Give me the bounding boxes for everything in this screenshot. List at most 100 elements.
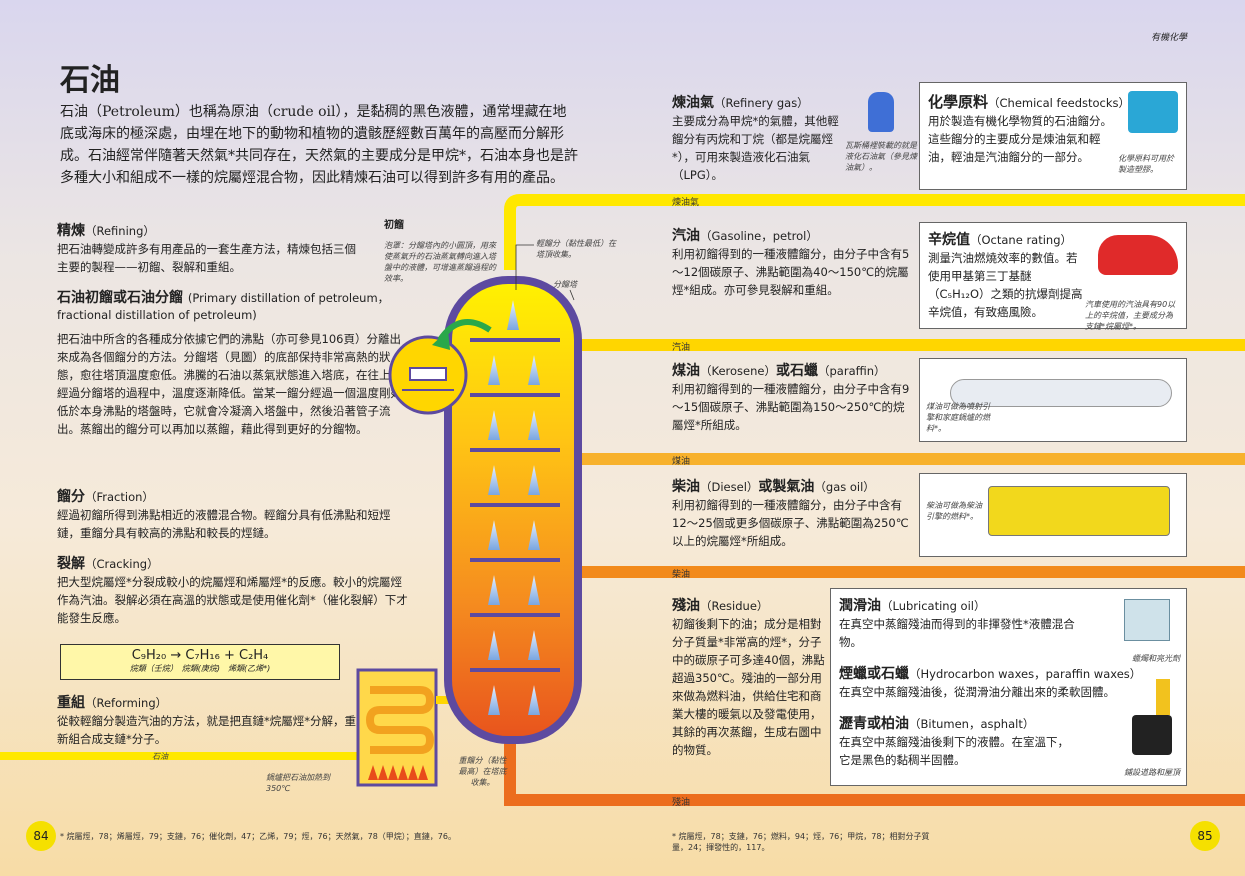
column-label: 分餾塔 bbox=[553, 280, 577, 289]
diesel-box: 柴油可做為柴油引擎的燃料*。 bbox=[919, 473, 1187, 557]
leader-column bbox=[569, 289, 575, 301]
reforming-en: （Reforming） bbox=[85, 696, 168, 710]
reforming-body: 從較輕餾分製造汽油的方法，就是把直鏈*烷屬烴*分解，重新組合成支鏈*分子。 bbox=[57, 714, 356, 746]
gasoline-section: 汽油（Gasoline，petrol） 利用初餾得到的一種液體餾分，由分子中含有… bbox=[672, 225, 912, 299]
refinery-gas-en: （Refinery gas） bbox=[714, 96, 809, 110]
lube-title: 潤滑油 bbox=[839, 598, 881, 614]
chuliu-label: 初餾 bbox=[384, 220, 404, 231]
residue-section: 殘油（Residue） 初餾後剩下的油；成分是相對分子質量*非常高的烴*，分子中… bbox=[672, 595, 825, 759]
octane-title: 辛烷值 bbox=[928, 232, 970, 248]
refining-body: 把石油轉變成許多有用產品的一套生產方法，精煉包括三個主要的製程——初餾、裂解和重… bbox=[57, 242, 356, 274]
gasoline-title: 汽油 bbox=[672, 228, 700, 244]
running-header: 有機化學 bbox=[1150, 33, 1187, 43]
diesel-en2: （gas oil） bbox=[814, 480, 875, 494]
page-number-left: 84 bbox=[26, 821, 56, 851]
diesel-title2: 或製氣油 bbox=[758, 479, 815, 495]
kerosene-section: 煤油（Kerosene）或石蠟（paraffin） 利用初餾得到的一種液體餾分，… bbox=[672, 360, 912, 434]
bubble-cap-note: 泡罩：分餾塔內的小圓頂，用來使蒸氣升的石油蒸氣轉向進入塔盤中的液體，可增進蒸餾過… bbox=[384, 241, 496, 283]
equation-formula: C₉H₂₀ → C₇H₁₆ + C₂H₄ bbox=[131, 648, 269, 663]
bitumen-title: 瀝青或柏油 bbox=[839, 716, 909, 732]
stream-label-kerosene: 煤油 bbox=[672, 457, 691, 467]
stream-label-gas: 煉油氣 bbox=[672, 198, 700, 208]
kerosene-note: 煤油可做為噴射引擎和家庭鍋爐的燃料*。 bbox=[926, 402, 990, 433]
bitumen-bucket-icon bbox=[1132, 715, 1172, 755]
cracking-body: 把大型烷屬烴*分裂成較小的烷屬烴和烯屬烴*的反應。較小的烷屬烴作為汽油。裂解必須… bbox=[57, 575, 408, 625]
feedstocks-note: 化學原料可用於製造塑膠。 bbox=[1118, 154, 1174, 174]
kerosene-title: 煤油 bbox=[672, 363, 700, 379]
stream-label-residue: 殘油 bbox=[672, 798, 691, 808]
bitumen-note: 鋪設道路和屋頂 bbox=[1124, 768, 1180, 777]
feedstocks-en: （Chemical feedstocks） bbox=[988, 96, 1131, 110]
refining-section: 精煉（Refining） 把石油轉變成許多有用產品的一套生產方法，精煉包括三個主… bbox=[57, 220, 357, 276]
stream-diesel bbox=[560, 566, 1245, 578]
airplane-icon bbox=[950, 379, 1172, 407]
primary-section: 石油初餾或石油分餾 (Primary distillation of petro… bbox=[57, 290, 407, 438]
feedstocks-box: 化學原料（Chemical feedstocks） 用於製造有機化學物質的石油餾… bbox=[919, 82, 1187, 190]
red-car-icon bbox=[1098, 235, 1178, 275]
diesel-note: 柴油可做為柴油引擎的燃料*。 bbox=[926, 501, 982, 521]
reforming-section: 重組（Reforming） 從較輕餾分製造汽油的方法，就是把直鏈*烷屬烴*分解，… bbox=[57, 692, 357, 748]
intro-paragraph: 石油（Petroleum）也稱為原油（crude oil），是黏稠的黑色液體，通… bbox=[60, 104, 578, 186]
candle-icon bbox=[1156, 679, 1170, 715]
gasoline-en: （Gasoline，petrol） bbox=[700, 229, 818, 243]
wax-title: 煙蠟或石蠟 bbox=[839, 666, 909, 682]
vapour-arrows bbox=[488, 300, 540, 715]
zoom-arrowhead bbox=[432, 330, 450, 350]
leader-light bbox=[515, 244, 534, 290]
fraction-en: （Fraction） bbox=[85, 490, 154, 504]
feedstocks-body: 用於製造有機化學物質的石油餾分。這些餾分的主要成分是煉油氣和輕油，輕油是汽油餾分… bbox=[928, 114, 1112, 164]
octane-note: 汽車使用的汽油具有90以上的辛烷值，主要成分為支鏈*烷屬烴*。 bbox=[1085, 300, 1176, 331]
fraction-body: 經過初餾所得到沸點相近的液體混合物。輕餾分具有低沸點和短烴鏈，重餾分具有較高的沸… bbox=[57, 508, 391, 540]
light-fraction-note: 輕餾分（黏性最低）在塔頂收集。 bbox=[536, 239, 616, 259]
cracking-section: 裂解（Cracking） 把大型烷屬烴*分裂成較小的烷屬烴和烯屬烴*的反應。較小… bbox=[57, 553, 412, 627]
cracking-en: （Cracking） bbox=[85, 557, 159, 571]
equation-box: C₉H₂₀ → C₇H₁₆ + C₂H₄ 烷類（壬烷） 烷類(庚烷) 烯類(乙烯… bbox=[60, 644, 340, 680]
lube-body: 在真空中蒸餾殘油而得到的非揮發性*液體混合物。 bbox=[839, 617, 1075, 649]
wax-en: （Hydrocarbon waxes，paraffin waxes） bbox=[909, 667, 1142, 681]
diesel-body: 利用初餾得到的一種液體餾分，由分子中含有12～25個或更多個碳原子、沸點範圍為2… bbox=[672, 498, 909, 548]
primary-en2: fractional distillation of petroleum) bbox=[57, 308, 257, 322]
wax-body: 在真空中蒸餾殘油後，從潤滑油分離出來的柔軟固體。 bbox=[839, 685, 1115, 699]
page-title: 石油 bbox=[60, 63, 120, 98]
refining-title: 精煉 bbox=[57, 223, 85, 239]
kerosene-en: （Kerosene） bbox=[700, 364, 776, 378]
footer-index-right: * 烷屬烴，78；支鏈，76；燃料，94；烴，76；甲烷，78；相對分子質量，2… bbox=[672, 832, 930, 852]
lube-note: 蠟燭和亮光劑 bbox=[1132, 654, 1180, 663]
heavy-fraction-note: 重餾分（黏性最高）在塔底收集。 bbox=[458, 756, 507, 787]
page-number-right: 85 bbox=[1190, 821, 1220, 851]
fraction-section: 餾分（Fraction） 經過初餾所得到沸點相近的液體混合物。輕餾分具有低沸點和… bbox=[57, 486, 412, 542]
refinery-gas-note: 瓦斯桶裡裝載的就是液化石油氣（參見煉油氣）。 bbox=[845, 141, 917, 172]
octane-body: 測量汽油燃燒效率的數值。若使用甲基第三丁基醚（C₅H₁₂O）之類的抗爆劑提高辛烷… bbox=[928, 251, 1083, 319]
footer-index-left: * 烷屬烴，78；烯屬烴，79；支鏈，76；催化劑，47；乙烯，79；烴，76；… bbox=[60, 832, 456, 841]
residue-products-box: 潤滑油（Lubricating oil） 在真空中蒸餾殘油而得到的非揮發性*液體… bbox=[830, 588, 1187, 786]
stream-label-gasoline: 汽油 bbox=[672, 343, 691, 353]
stream-residue bbox=[504, 720, 1245, 806]
stream-kerosene bbox=[560, 453, 1245, 465]
furnace-coil bbox=[365, 686, 435, 754]
refinery-gas-section: 煉油氣（Refinery gas） 主要成分為甲烷*的氣體，其他輕餾分有丙烷和丁… bbox=[672, 92, 840, 184]
residue-title: 殘油 bbox=[672, 598, 700, 614]
gas-cylinder-icon bbox=[868, 92, 894, 132]
lube-en: （Lubricating oil） bbox=[881, 599, 986, 613]
oil-input-line bbox=[0, 752, 360, 760]
gasoline-body: 利用初餾得到的一種液體餾分，由分子中含有5～12個碳原子、沸點範圍為40～150… bbox=[672, 247, 910, 297]
bitumen-body: 在真空中蒸餾殘油後剩下的液體。在室溫下，它是黑色的黏稠半固體。 bbox=[839, 735, 1069, 767]
bitumen-en: （Bitumen，asphalt） bbox=[909, 717, 1035, 731]
refinery-gas-title: 煉油氣 bbox=[672, 95, 714, 111]
octane-box: 辛烷值（Octane rating） 測量汽油燃燒效率的數值。若使用甲基第三丁基… bbox=[919, 222, 1187, 331]
feedstocks-title: 化學原料 bbox=[928, 93, 989, 111]
paint-bucket-icon bbox=[1128, 91, 1178, 133]
refining-en: （Refining） bbox=[85, 224, 155, 238]
oil-input-label: 石油 bbox=[152, 752, 168, 761]
bubble-cap-shape bbox=[402, 367, 454, 391]
refinery-gas-body: 主要成分為甲烷*的氣體，其他輕餾分有丙烷和丁烷（都是烷屬烴*），可用來製造液化石… bbox=[672, 114, 839, 182]
equation-labels: 烷類（壬烷） 烷類(庚烷) 烯類(乙烯*) bbox=[129, 664, 271, 673]
residue-en: （Residue） bbox=[700, 599, 769, 613]
truck-icon bbox=[988, 486, 1170, 536]
stream-gasoline bbox=[560, 339, 1245, 351]
kerosene-en2: （paraffin） bbox=[818, 364, 886, 378]
reforming-title: 重組 bbox=[57, 695, 85, 711]
kerosene-body: 利用初餾得到的一種液體餾分，由分子中含有9～15個碳原子、沸點範圍為150～25… bbox=[672, 382, 910, 432]
cracking-title: 裂解 bbox=[57, 556, 85, 572]
